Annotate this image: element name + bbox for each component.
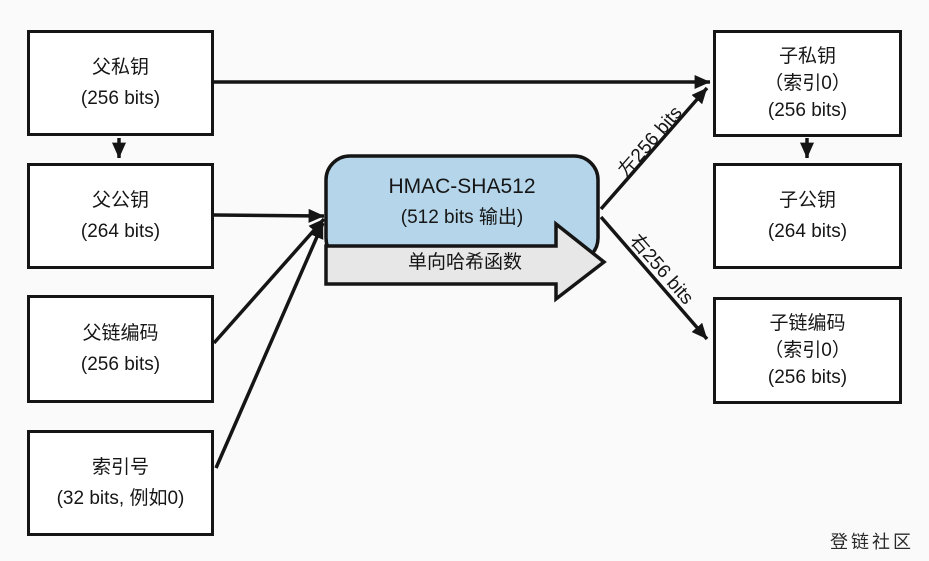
child-private-key-bits: (256 bits) bbox=[767, 100, 848, 121]
child-chain-code-label: 子链编码 bbox=[769, 313, 846, 334]
parent-private-key-bits: (256 bits) bbox=[80, 88, 161, 109]
child-public-key-bits: (264 bits) bbox=[767, 221, 848, 242]
child-chain-code-bits: (256 bits) bbox=[767, 367, 848, 388]
arrow-hmac-to-child-chain bbox=[599, 215, 709, 341]
parent-chain-code-bits: (256 bits) bbox=[80, 354, 161, 375]
parent-chain-code-label: 父链编码 bbox=[82, 323, 159, 344]
child-chain-code-index: （索引0） bbox=[764, 340, 851, 361]
index-number-label: 索引号 bbox=[91, 457, 149, 478]
child-public-key-box: 子公钥 (264 bits) bbox=[713, 163, 902, 269]
child-chain-code-box: 子链编码 （索引0） (256 bits) bbox=[713, 297, 902, 404]
parent-public-key-bits: (264 bits) bbox=[80, 221, 161, 242]
parent-public-key-box: 父公钥 (264 bits) bbox=[27, 163, 214, 269]
arrow-hmac-to-child-priv bbox=[599, 86, 709, 211]
arrow-parent-pub-to-hmac bbox=[213, 208, 325, 223]
parent-public-key-label: 父公钥 bbox=[91, 190, 149, 211]
index-number-box: 索引号 (32 bits, 例如0) bbox=[27, 430, 214, 536]
parent-private-key-label: 父私钥 bbox=[91, 57, 149, 78]
hash-banner-arrow-shape bbox=[324, 220, 607, 303]
parent-chain-code-box: 父链编码 (256 bits) bbox=[27, 295, 214, 403]
child-public-key-label: 子公钥 bbox=[778, 190, 836, 211]
arrow-chain-code-to-hmac bbox=[212, 217, 326, 345]
index-number-bits: (32 bits, 例如0) bbox=[56, 488, 185, 509]
child-private-key-index: （索引0） bbox=[764, 73, 851, 94]
arrow-index-to-hmac bbox=[214, 222, 325, 469]
child-private-key-box: 子私钥 （索引0） (256 bits) bbox=[713, 30, 902, 137]
child-private-key-label: 子私钥 bbox=[778, 46, 836, 67]
parent-private-key-box: 父私钥 (256 bits) bbox=[27, 30, 214, 136]
community-watermark: 登链社区 bbox=[830, 532, 914, 553]
